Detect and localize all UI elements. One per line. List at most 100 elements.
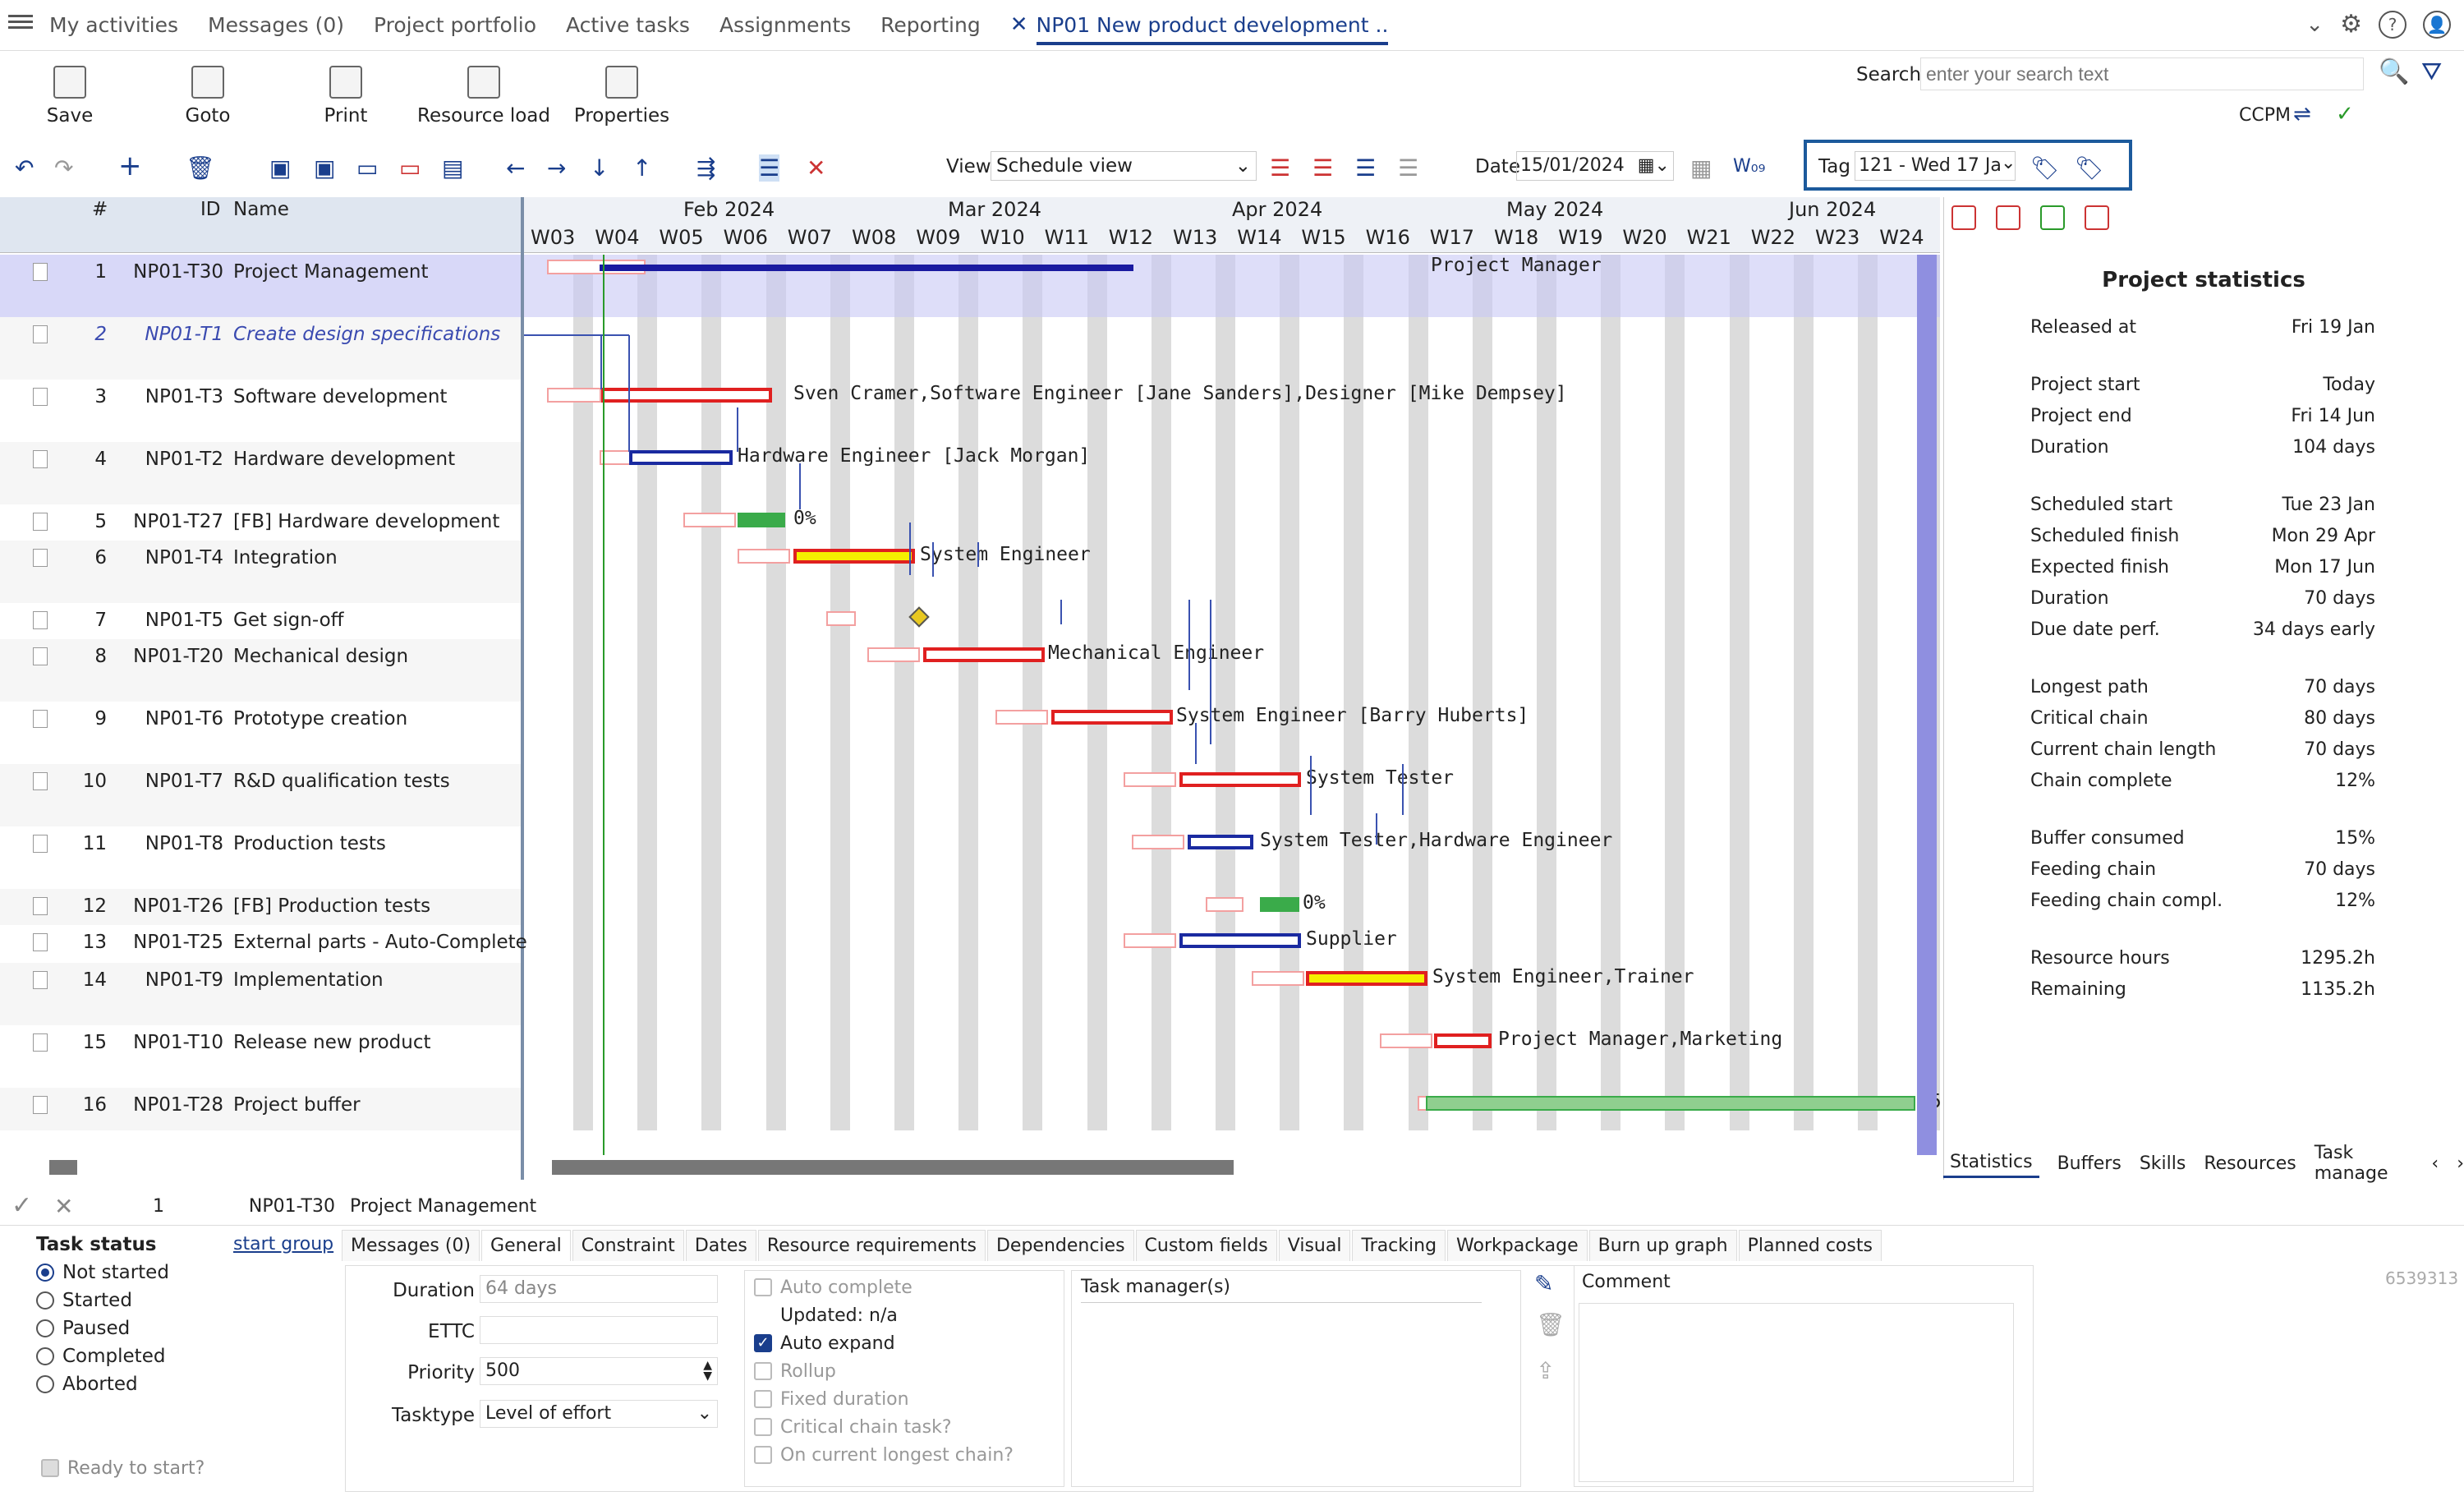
insert-row-icon[interactable]: ▣ [269,154,292,182]
chevron-down-icon[interactable]: ⌄ [2001,153,2016,173]
resource-load-button[interactable]: Resource load [417,66,550,127]
detail-tab[interactable]: Messages (0) [342,1230,480,1261]
gantt-bar[interactable] [995,710,1048,725]
document-icon[interactable] [33,325,48,343]
status-started[interactable]: Started [36,1287,169,1314]
gantt-bar[interactable] [1179,772,1301,787]
task-name[interactable]: Production tests [233,833,386,854]
gantt-bar[interactable] [629,450,733,465]
goto-button[interactable]: Goto [154,66,261,127]
document-icon[interactable] [33,1096,48,1114]
tab-skills[interactable]: Skills [2139,1153,2186,1174]
outdent-icon[interactable]: ← [506,154,526,182]
status-aborted[interactable]: Aborted [36,1370,169,1398]
task-name[interactable]: Implementation [233,969,384,991]
menu-icon[interactable] [8,12,33,33]
task-name[interactable]: Create design specifications [233,324,501,345]
detail-tab[interactable]: General [481,1230,571,1261]
document-icon[interactable] [33,897,48,915]
gantt-bar[interactable] [547,388,601,403]
gantt-bar[interactable] [1179,933,1301,948]
scroll-right-icon[interactable]: › [2457,1153,2464,1174]
document-icon[interactable] [33,710,48,728]
gantt-bar[interactable] [1206,897,1243,912]
gantt-bar[interactable] [826,611,856,626]
tab-project-portfolio[interactable]: Project portfolio [374,12,537,37]
unlink-icon[interactable]: ✕ [807,154,826,182]
document-icon[interactable] [33,933,48,951]
close-tab-icon[interactable]: ✕ [1009,12,1028,37]
search-input[interactable] [1920,58,2364,90]
column-id-header[interactable]: ID [200,199,221,220]
document-icon[interactable] [33,772,48,790]
detail-tab[interactable]: Dates [685,1230,756,1261]
task-name[interactable]: Get sign-off [233,610,344,631]
scroll-left-icon[interactable]: ‹ [2431,1153,2439,1174]
edit-icon[interactable]: ✎ [1534,1270,1554,1297]
detail-tab[interactable]: Custom fields [1135,1230,1277,1261]
remove-row-icon[interactable]: ▭ [356,154,379,182]
view-select[interactable]: Schedule view⌄ [991,151,1257,181]
document-icon[interactable] [33,835,48,853]
print-button[interactable]: Print [292,66,399,127]
detail-tab[interactable]: Planned costs [1738,1230,1882,1261]
gantt-bar[interactable] [738,549,790,564]
document-icon[interactable] [33,263,48,281]
grid-scrollbar[interactable] [49,1160,77,1175]
gantt-toggle-icon[interactable]: ☰ [759,154,780,182]
redo-icon[interactable]: ↷ [54,154,74,182]
level-icon[interactable]: ☰ [1312,154,1334,182]
task-name[interactable]: Integration [233,547,338,568]
task-name[interactable]: Prototype creation [233,708,408,730]
tab-assignments[interactable]: Assignments [719,12,852,37]
progress-icon[interactable] [2040,205,2065,230]
tag-select[interactable]: 121 - Wed 17 Ja [1855,151,2016,181]
document-icon[interactable] [33,513,48,531]
properties-button[interactable]: Properties [568,66,675,127]
tab-my-activities[interactable]: My activities [49,12,179,37]
search-icon[interactable]: 🔍 [2379,58,2410,86]
buffer-icon[interactable] [1951,205,1976,230]
tab-messages[interactable]: Messages (0) [208,12,344,37]
calendar-grid-icon[interactable]: ▦ [1690,154,1712,182]
compress-icon[interactable]: ☰ [1398,154,1419,182]
gantt-bar[interactable] [683,513,736,527]
option-checkbox[interactable]: Auto complete [754,1273,1014,1301]
tab-np01-project[interactable]: NP01 New product development .. [1036,13,1389,45]
task-name[interactable]: R&D qualification tests [233,771,450,792]
gantt-bar[interactable] [1426,1096,1915,1111]
detail-tab[interactable]: Dependencies [986,1230,1134,1261]
reschedule-icon[interactable]: ☰ [1355,154,1377,182]
filter-icon[interactable]: ⛛ [2421,58,2443,86]
network-icon[interactable] [2085,205,2109,230]
gear-icon[interactable]: ⚙ [2340,10,2362,39]
column-number-header[interactable]: # [92,199,108,220]
ettc-field[interactable] [480,1316,718,1344]
document-icon[interactable] [33,549,48,567]
add-tag-icon[interactable]: 🏷 [2030,154,2060,182]
ready-to-start-checkbox[interactable]: Ready to start? [41,1454,205,1482]
gantt-bar[interactable] [600,265,1133,271]
task-name[interactable]: Project buffer [233,1094,361,1116]
week-number-icon[interactable]: W₀₉ [1733,156,1766,177]
gantt-bar[interactable] [923,647,1045,662]
document-icon[interactable] [33,611,48,629]
gantt-bar[interactable] [1124,933,1176,948]
option-checkbox[interactable]: Fixed duration [754,1385,1014,1413]
detail-tab[interactable]: Constraint [572,1230,684,1261]
detail-tab[interactable]: Resource requirements [757,1230,986,1261]
column-name-header[interactable]: Name [233,199,289,220]
delete-icon[interactable]: 🗑 [1536,1311,1565,1338]
option-checkbox[interactable]: Critical chain task? [754,1413,1014,1441]
priority-stepper[interactable]: 500▲▼ [480,1357,718,1385]
